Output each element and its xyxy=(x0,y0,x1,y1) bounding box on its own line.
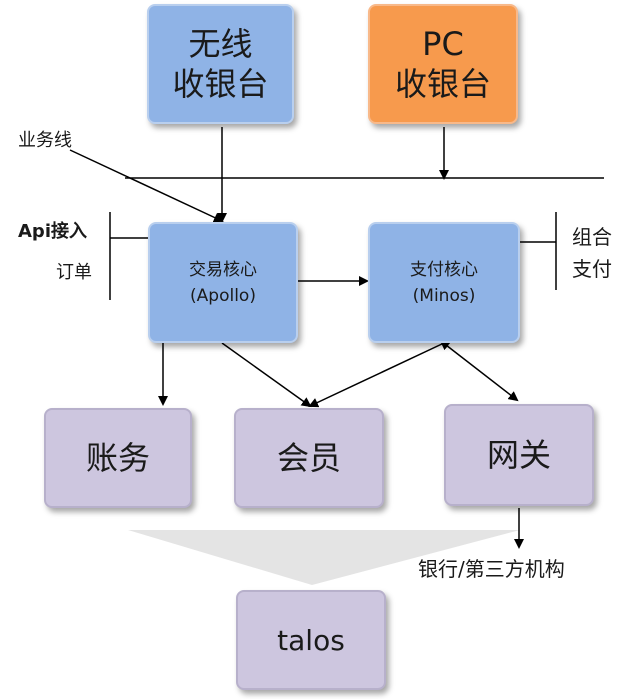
trade-to-member-arrow xyxy=(221,342,312,408)
gateway-box[interactable]: 网关 xyxy=(444,404,594,506)
wireless-cashier-line1: 无线 xyxy=(188,25,253,63)
pay-to-member-arrow xyxy=(308,342,445,408)
trade-core-box[interactable]: 交易核心 (Apollo) xyxy=(148,222,298,343)
accounting-label: 账务 xyxy=(85,439,150,477)
pc-cashier-line2: 收银台 xyxy=(394,65,491,103)
talos-box[interactable]: talos xyxy=(236,590,386,690)
trade-core-line2: (Apollo) xyxy=(190,285,256,306)
trade-core-line1: 交易核心 xyxy=(189,259,257,280)
member-box[interactable]: 会员 xyxy=(234,408,384,508)
wireless-cashier-line2: 收银台 xyxy=(172,65,269,103)
combined-label: 组合 xyxy=(572,225,612,249)
member-label: 会员 xyxy=(276,439,341,477)
business-line-label: 业务线 xyxy=(18,130,72,151)
business-line-arrow xyxy=(69,149,224,223)
pay-core-line1: 支付核心 xyxy=(410,259,478,280)
api-access-label: Api接入 xyxy=(18,221,87,242)
pay-core-box[interactable]: 支付核心 (Minos) xyxy=(368,222,520,343)
pay-core-line2: (Minos) xyxy=(412,285,476,306)
wireless-cashier-box[interactable]: 无线 收银台 xyxy=(147,4,294,124)
talos-label: talos xyxy=(277,623,345,657)
bank-third-party-label: 银行/第三方机构 xyxy=(418,557,565,581)
pay-gateway-double-arrow xyxy=(439,340,519,402)
gateway-label: 网关 xyxy=(486,436,551,474)
funnel-shape xyxy=(128,530,520,585)
payment-label: 支付 xyxy=(572,257,612,281)
pc-cashier-line1: PC xyxy=(422,25,464,63)
order-label: 订单 xyxy=(56,262,92,283)
accounting-box[interactable]: 账务 xyxy=(44,408,192,508)
pc-cashier-box[interactable]: PC 收银台 xyxy=(368,4,518,124)
